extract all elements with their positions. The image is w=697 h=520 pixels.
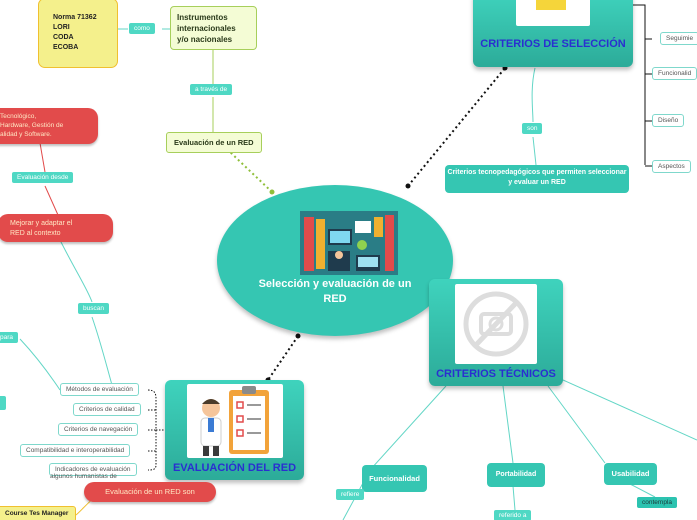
link-contempla: contempla <box>637 497 677 508</box>
mejorar-line: Mejorar y adaptar el <box>10 220 73 227</box>
criterios-tecnicos-node[interactable]: CRITERIOS TÉCNICOS <box>429 279 563 386</box>
mejorar-line: RED al contexto <box>10 230 61 237</box>
tecnologico-line: alidad y Software. <box>0 131 52 138</box>
criterios-description[interactable]: Criterios tecnopedagógicos que permiten … <box>445 165 629 193</box>
norma-line: ECOBA <box>53 44 79 51</box>
tecnologico-line: Hardware, Gestión de <box>0 122 64 129</box>
central-title: Selección y evaluación de un RED <box>258 278 412 305</box>
checklist-icon <box>200 386 269 456</box>
edge-label-fragment <box>0 396 6 410</box>
evaluacion-item[interactable]: Compatibilidad e interoperabilidad <box>20 444 131 457</box>
evaluacion-item[interactable]: Métodos de evaluación <box>60 383 139 396</box>
course-node[interactable]: Course Tes Manager <box>0 506 76 520</box>
portabilidad-node[interactable]: Portabilidad <box>487 463 545 487</box>
tecnologico-line: Tecnológico, <box>0 113 37 120</box>
criterio-item[interactable]: Aspectos <box>652 160 691 173</box>
checklist-image <box>187 384 283 458</box>
criterios-seleccion-title: CRITERIOS DE SELECCIÓN <box>480 38 626 50</box>
link-referido-a: referido a <box>494 510 532 520</box>
sticky-note-image <box>516 0 590 26</box>
link-como: como <box>129 23 155 34</box>
evaluacion-item[interactable]: Criterios de navegación <box>58 423 139 436</box>
instrumentos-line: Instrumentos <box>177 13 228 22</box>
cut-text: algunos humanistas de <box>50 473 117 480</box>
evaluacion-item[interactable]: Indicadores de evaluación <box>49 463 137 476</box>
photo-placeholder-image <box>455 284 537 364</box>
norma-line: CODA <box>53 34 74 41</box>
evaluacion-red-box[interactable]: Evaluación de un RED <box>166 132 262 153</box>
criterios-tecnicos-title: CRITERIOS TÉCNICOS <box>436 368 556 380</box>
norma-line: Norma 71362 <box>53 14 97 21</box>
mejorar-node[interactable]: Mejorar y adaptar el RED al contexto <box>0 214 113 242</box>
central-topic[interactable]: Selección y evaluación de un RED <box>217 185 453 336</box>
funcionalidad-node[interactable]: Funcionalidad <box>362 465 427 492</box>
tecnologico-node[interactable]: Tecnológico, Hardware, Gestión de alidad… <box>0 108 98 144</box>
no-camera-icon <box>463 291 529 357</box>
evaluacion-del-red-title: EVALUACIÓN DEL RED <box>172 462 297 474</box>
norma-box[interactable]: Norma 71362 LORI CODA ECOBA <box>38 0 118 68</box>
sticky-note-icon <box>536 0 566 10</box>
classroom-illustration-icon <box>300 211 398 275</box>
criterio-item[interactable]: Seguimie <box>660 32 697 45</box>
evaluacion-del-red-node[interactable]: EVALUACIÓN DEL RED <box>165 380 304 480</box>
evaluacion-item[interactable]: Criterios de calidad <box>73 403 141 416</box>
link-buscan: buscan <box>78 303 109 314</box>
link-a-traves: a través de <box>190 84 233 95</box>
link-son: son <box>522 123 543 134</box>
instrumentos-line: internacionales <box>177 24 236 33</box>
criterios-seleccion-node[interactable]: CRITERIOS DE SELECCIÓN <box>473 0 633 67</box>
norma-line: LORI <box>53 24 70 31</box>
instrumentos-box[interactable]: Instrumentos internacionales y/o naciona… <box>170 6 257 50</box>
link-refiere: refiere <box>336 489 365 500</box>
criterio-item[interactable]: Funcionalid <box>652 67 697 80</box>
link-para: para <box>0 332 19 343</box>
instrumentos-line: y/o nacionales <box>177 35 233 44</box>
link-evaluacion-desde: Evaluación desde <box>12 172 74 183</box>
evaluacion-red-son-node[interactable]: Evaluación de un RED son <box>84 482 216 502</box>
criterio-item[interactable]: Diseño <box>652 114 685 127</box>
usabilidad-node[interactable]: Usabilidad <box>604 463 657 485</box>
